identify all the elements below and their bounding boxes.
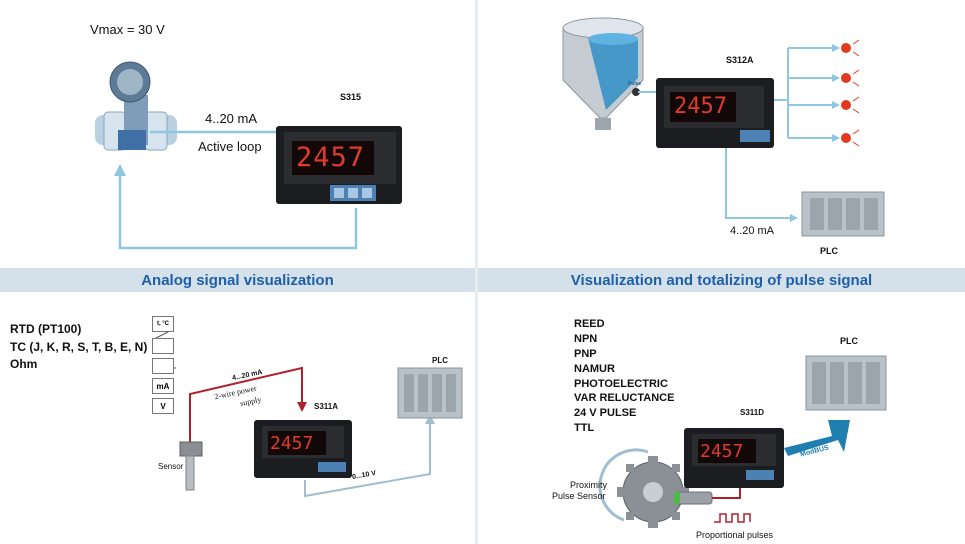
display-readout: 2457: [674, 94, 727, 119]
rtd-diagram: [155, 321, 463, 498]
model-label-s311a: S311A: [314, 402, 339, 411]
input-tc: TC (J, K, R, S, T, B, E, N): [10, 340, 148, 354]
input-reed: REED: [574, 318, 605, 330]
display-readout: 2457: [270, 433, 314, 454]
s315-display-unit: [276, 126, 402, 204]
sensor-label-2: Pulse Sensor: [552, 491, 606, 501]
led-icon-3: [841, 100, 851, 110]
flow-meter-icon: [95, 61, 177, 151]
title-pulse: Visualization and totalizing of pulse si…: [478, 268, 965, 292]
pulse-train-icon: [714, 513, 751, 523]
pulse-modbus-diagram: [598, 355, 887, 528]
input-npn: NPN: [574, 333, 598, 345]
rtd-symbol-box: t, °C: [152, 316, 174, 332]
tc-symbol-box: [152, 338, 174, 354]
model-label-s315: S315: [340, 92, 362, 102]
output-label: 4..20 mA: [730, 225, 775, 237]
input-24v-pulse: 24 V PULSE: [574, 407, 637, 419]
v-symbol-box: V: [152, 398, 174, 414]
input-ohm: Ohm: [10, 357, 38, 371]
input-ttl: TTL: [574, 422, 595, 434]
model-label-s311d: S311D: [740, 408, 765, 417]
s312a-display-unit: [656, 78, 774, 148]
s311a-display-unit: [254, 420, 352, 478]
vmax-label: Vmax = 30 V: [90, 22, 165, 37]
sensor-label: Sensor: [158, 462, 184, 471]
led-icon-1: [841, 43, 851, 53]
led-icon-4: [841, 133, 851, 143]
pulses-label: Proportional pulses: [696, 530, 774, 540]
analog-diagram: [95, 61, 402, 250]
rotation-arrow-icon: [598, 448, 649, 522]
title-analog: Analog signal visualization: [0, 268, 475, 292]
plc-icon: [801, 191, 885, 237]
tank-icon: [562, 17, 644, 130]
led-indicators: [841, 39, 860, 147]
panel-rtd: RTD (PT100) TC (J, K, R, S, T, B, E, N) …: [0, 292, 475, 544]
loop-arrow: [114, 164, 126, 176]
output-line: [304, 422, 431, 498]
sensor-label-1: Proximity: [570, 480, 608, 490]
panel-pulse-tank: Pulse S312A 2457 4..20 mA PLC: [478, 0, 965, 268]
plc-label: PLC: [432, 356, 448, 365]
model-label-s312a: S312A: [726, 55, 754, 65]
led-icon-2: [841, 73, 851, 83]
modbus-arrow-icon: [784, 420, 850, 456]
relay-lines: [725, 47, 832, 219]
input-rtd: RTD (PT100): [10, 322, 82, 336]
plc-icon: [397, 367, 463, 419]
input-var-reluctance: VAR RELUCTANCE: [574, 392, 675, 404]
ohm-symbol-box: [152, 358, 174, 374]
input-namur: NAMUR: [574, 363, 615, 375]
red-wire: [189, 366, 303, 442]
display-readout: 2457: [296, 142, 366, 173]
ma-symbol-box: mA: [152, 378, 174, 394]
pulse-sensor-icon: [632, 88, 640, 96]
proximity-sensor-icon: [674, 491, 713, 505]
current-label: 4..20 mA: [205, 111, 258, 126]
plc-icon: [805, 355, 887, 411]
sensor-icon: [179, 441, 203, 491]
panel-pulse-modbus: REED NPN PNP NAMUR PHOTOELECTRIC VAR REL…: [478, 292, 965, 544]
pulse-label: Pulse: [628, 81, 642, 87]
vertical-divider: [475, 0, 478, 544]
display-readout: 2457: [700, 441, 744, 462]
plc-label: PLC: [820, 246, 838, 256]
s311d-display-unit: [684, 428, 784, 488]
gear-icon: [617, 456, 689, 528]
input-pnp: PNP: [574, 348, 597, 360]
active-loop-label: Active loop: [198, 139, 262, 154]
panel-analog: Vmax = 30 V S315 4..20 mA Active loop 24…: [0, 0, 475, 268]
input-photoelectric: PHOTOELECTRIC: [574, 378, 668, 390]
pulse-tank-diagram: [562, 17, 885, 237]
plc-label: PLC: [840, 336, 858, 346]
loop-line-bottom: [118, 168, 358, 250]
